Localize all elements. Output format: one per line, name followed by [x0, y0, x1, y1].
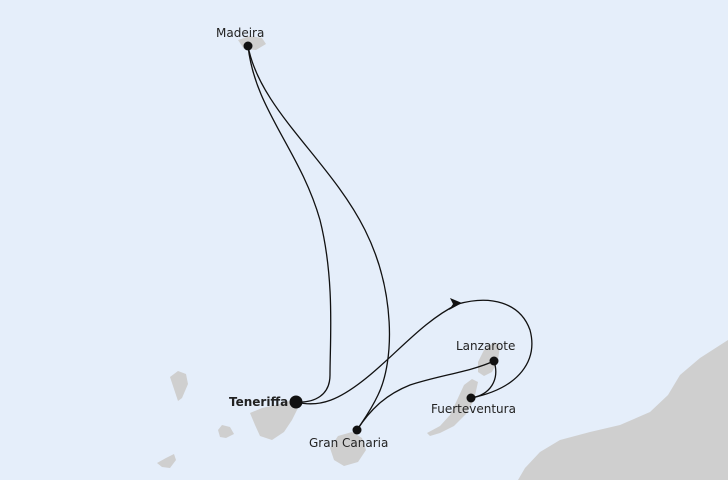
- route-lanzarote-gran-canaria: [356, 360, 495, 431]
- port-marker-madeira[interactable]: [243, 41, 253, 51]
- port-marker-teneriffa[interactable]: [289, 395, 303, 409]
- island-la-gomera: [218, 425, 234, 438]
- port-label-gran-canaria: Gran Canaria: [309, 436, 389, 450]
- port-label-madeira: Madeira: [216, 26, 265, 40]
- route-madeira-gran-canaria: [247, 45, 391, 431]
- port-marker-fuerteventura[interactable]: [466, 393, 476, 403]
- route-madeira-teneriffa: [247, 45, 332, 403]
- coast-africa: [518, 340, 728, 480]
- port-markers: [243, 41, 499, 435]
- port-marker-gran-canaria[interactable]: [352, 425, 362, 435]
- island-tenerife: [250, 400, 298, 440]
- island-la-palma: [170, 371, 188, 401]
- port-label-lanzarote: Lanzarote: [456, 339, 516, 353]
- island-gran-canaria: [330, 432, 366, 466]
- arrow-head-icon: [449, 298, 462, 310]
- land: [157, 36, 728, 480]
- route-fuerteventura-lanzarote: [470, 360, 497, 399]
- island-el-hierro: [157, 454, 176, 468]
- island-lanzarote: [478, 342, 500, 376]
- port-label-fuerteventura: Fuerteventura: [431, 402, 516, 416]
- port-marker-lanzarote[interactable]: [489, 356, 499, 366]
- port-label-teneriffa: Teneriffa: [229, 395, 289, 409]
- island-fuerteventura: [427, 379, 478, 436]
